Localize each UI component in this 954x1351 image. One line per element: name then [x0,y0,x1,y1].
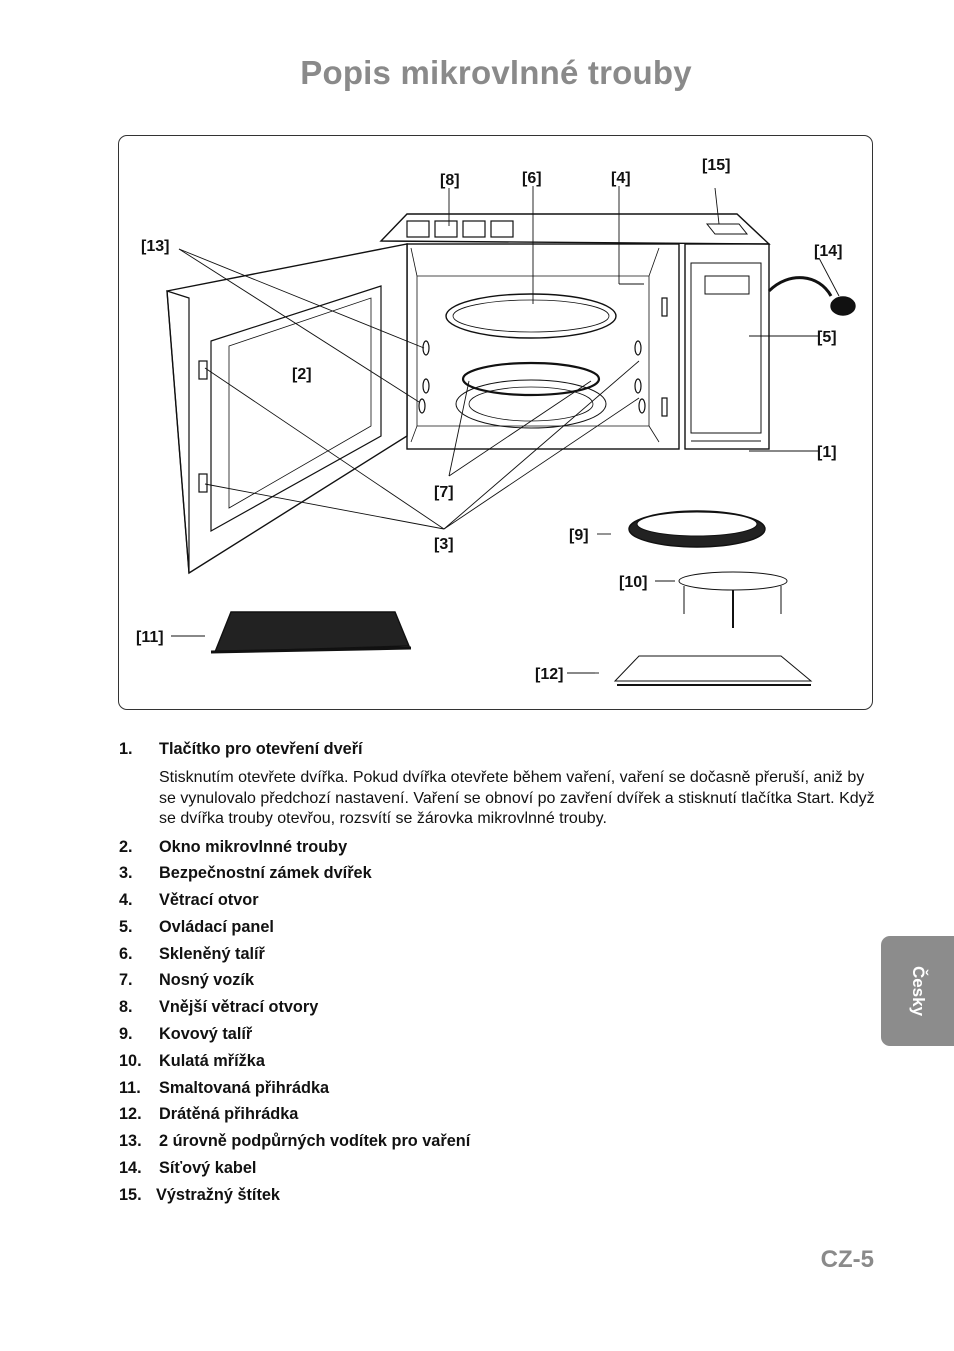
list-item: 15. Výstražný štítek [119,1186,879,1213]
item-name: Výstražný štítek [156,1185,280,1204]
page-title: Popis mikrovlnné trouby [300,54,692,91]
callout-4: [4] [611,170,631,187]
item-name: Smaltovaná přihrádka [159,1078,330,1097]
list-item: 10. Kulatá mřížka [119,1052,879,1079]
item-number: 8. [119,998,133,1017]
enamel-tray-icon [213,611,411,653]
list-item: 14. Síťový kabel [119,1159,879,1186]
item-name: Ovládací panel [159,917,274,936]
item-name: Drátěná přihrádka [159,1105,299,1124]
page-number: CZ-5 [820,1246,874,1273]
callout-8: [8] [440,172,460,189]
roller-ring-icon [461,361,601,397]
language-tab-label: Česky [908,965,928,1017]
item-number: 2. [119,837,133,856]
callout-6: [6] [522,170,542,187]
item-number: 5. [119,917,133,936]
item-number: 11. [119,1078,141,1097]
list-item: 8. Vnější větrací otvory [119,998,879,1025]
item-name: Nosný vozík [159,971,255,990]
list-item: 9. Kovový talíř [119,1025,879,1052]
item-name: Síťový kabel [159,1159,257,1178]
callout-5: [5] [817,329,837,346]
callout-1: [1] [817,444,837,461]
item-name: Bezpečnostní zámek dvířek [159,864,372,883]
list-item: 12. Drátěná přihrádka [119,1105,879,1132]
leader-lines [171,186,840,674]
item-number: 3. [119,864,133,883]
item-number: 13. [119,1132,142,1151]
list-item: 2. Okno mikrovlnné trouby [119,838,879,865]
callout-7: [7] [434,484,454,501]
language-tab: Česky [881,936,954,1046]
item-number: 4. [119,891,133,910]
microwave-illustration: [8] [6] [4] [15] [13] [14] [5] [2] [1] [… [136,157,856,686]
list-item: 13. 2 úrovně podpůrných vodítek pro vařen… [119,1132,879,1159]
item-name: Okno mikrovlnné trouby [159,837,348,856]
list-item: 7. Nosný vozík [119,971,879,998]
list-item: 11. Smaltovaná přihrádka [119,1079,879,1106]
list-item: 6. Skleněný talíř [119,945,879,972]
callout-14: [14] [814,243,842,260]
shelf-guides-icon [418,297,668,417]
item-name: Kulatá mřížka [159,1051,265,1070]
top-vents-icon [406,220,514,238]
callout-10: [10] [619,574,647,591]
display-icon [704,275,750,295]
callout-3: [3] [434,536,454,553]
glass-tray-icon [445,293,617,339]
callout-15: [15] [702,157,730,174]
cabinet-cavity [406,243,680,450]
door-latch-icon [198,360,208,493]
item-number: 15. [119,1185,142,1204]
item-name: 2 úrovně podpůrných vodítek pro vaření [159,1132,471,1151]
round-grill-icon [678,571,788,628]
microwave-diagram: [8] [6] [4] [15] [13] [14] [5] [2] [1] [… [118,135,873,710]
wire-rack-icon [613,655,813,686]
item-name: Tlačítko pro otevření dveří [159,740,363,758]
item-number: 1. [119,740,133,758]
list-item: 1. Tlačítko pro otevření dveří Stisknutí… [119,740,879,830]
item-name: Kovový talíř [159,1025,253,1044]
parts-list: 1. Tlačítko pro otevření dveří Stisknutí… [119,740,879,1213]
callout-9: [9] [569,527,589,544]
item-number: 6. [119,944,133,963]
item-name: Skleněný talíř [159,944,265,963]
item-name: Vnější větrací otvory [159,998,319,1017]
item-name: Větrací otvor [159,891,259,910]
item-number: 9. [119,1025,133,1044]
callout-13: [13] [141,238,169,255]
warning-label-icon [705,223,749,235]
door-window-icon [210,285,382,533]
item-number: 7. [119,971,133,990]
list-item: 3. Bezpečnostní zámek dvířek [119,864,879,891]
item-number: 14. [119,1159,142,1178]
list-item: 4. Větrací otvor [119,891,879,918]
item-number: 12. [119,1105,142,1124]
callout-11: [11] [136,629,164,646]
item-number: 10. [119,1051,142,1070]
item-description: Stisknutím otevřete dvířka. Pokud dvířka… [159,769,875,827]
power-cord-icon [767,276,833,297]
control-panel [684,243,770,450]
list-item: 5. Ovládací panel [119,918,879,945]
callout-12: [12] [535,666,563,683]
callout-2: [2] [292,366,312,383]
